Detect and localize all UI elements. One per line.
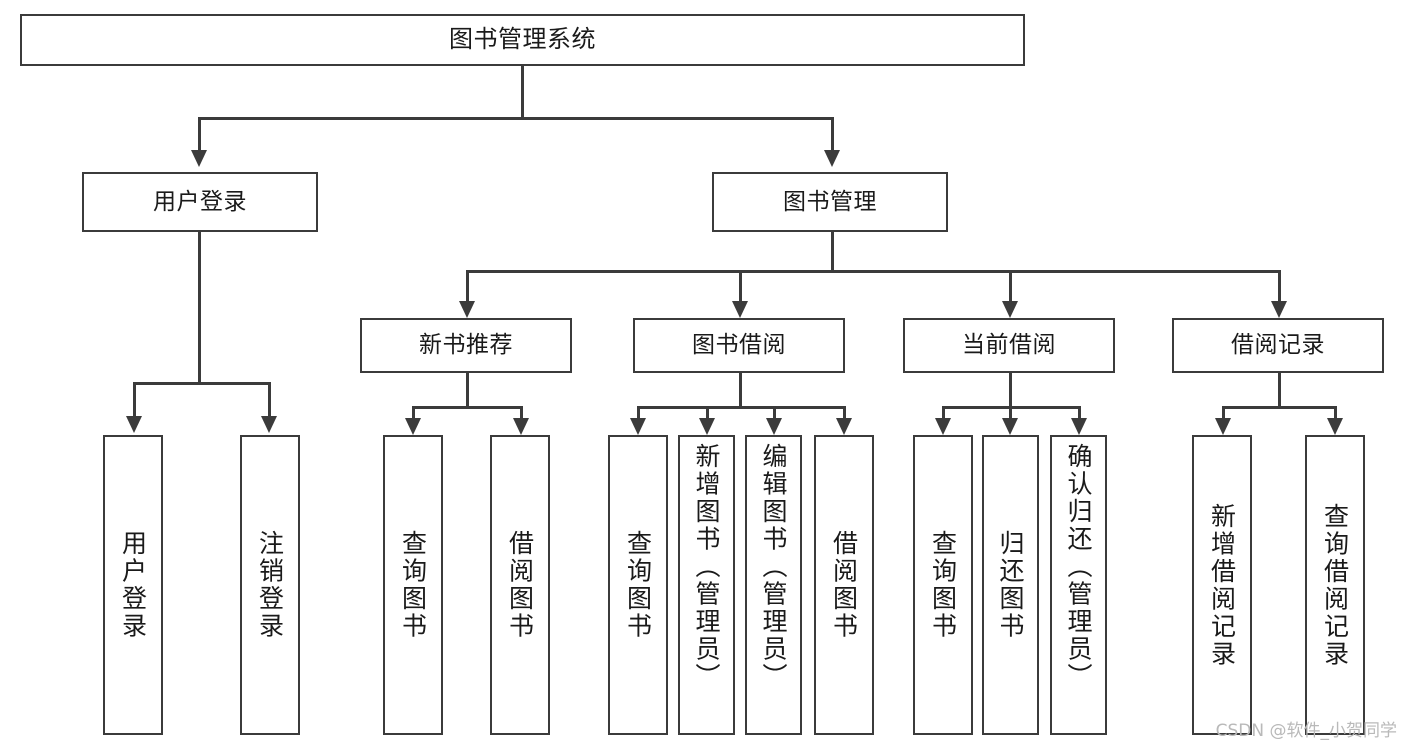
leaf-bb-edit-book[interactable]: 编辑图书（管理员） <box>745 435 802 735</box>
arrowhead-leaf-br-add <box>1215 418 1231 435</box>
node-label: 注销登录 <box>255 530 285 640</box>
arrowhead-current-borrow <box>1002 301 1018 318</box>
arrowhead-leaf-user-logout <box>261 416 277 433</box>
connector-br-drop-1 <box>1222 406 1225 420</box>
connector-rec-bus <box>412 406 522 409</box>
arrowhead-new-book-rec <box>459 301 475 318</box>
node-book-manage[interactable]: 图书管理 <box>712 172 948 232</box>
connector-rec-drop-1 <box>412 406 415 420</box>
node-label: 用户登录 <box>118 530 148 640</box>
connector-cb-drop-2 <box>1009 406 1012 420</box>
node-label: 归还图书 <box>996 530 1025 640</box>
leaf-br-add-record[interactable]: 新增借阅记录 <box>1192 435 1252 735</box>
node-label: 图书管理 <box>783 188 877 215</box>
connector-bm-drop-2 <box>739 270 742 303</box>
node-label: 查询图书 <box>623 530 653 640</box>
connector-cb-stem <box>1009 373 1012 406</box>
connector-root-stem <box>521 66 524 117</box>
node-label: 新增图书（管理员） <box>692 443 721 691</box>
node-root-system[interactable]: 图书管理系统 <box>20 14 1025 66</box>
connector-book-manage-bus <box>466 270 1280 273</box>
watermark-text: CSDN @软件_小贺同学 <box>1215 721 1397 741</box>
node-label: 确认归还（管理员） <box>1064 443 1093 691</box>
connector-book-manage-stem <box>831 232 834 270</box>
node-label: 查询借阅记录 <box>1320 502 1350 668</box>
arrowhead-leaf-bb-edit <box>766 418 782 435</box>
leaf-cb-return-book[interactable]: 归还图书 <box>982 435 1039 735</box>
connector-bb-drop-3 <box>773 406 776 420</box>
arrowhead-user-login <box>191 150 207 167</box>
node-label: 借阅图书 <box>505 530 535 640</box>
node-label: 图书借阅 <box>692 332 786 359</box>
arrowhead-book-manage <box>824 150 840 167</box>
node-label: 查询图书 <box>928 530 958 640</box>
connector-user-login-stem <box>198 232 201 382</box>
leaf-bb-add-book[interactable]: 新增图书（管理员） <box>678 435 735 735</box>
node-label: 编辑图书（管理员） <box>759 443 788 691</box>
node-label: 借阅图书 <box>829 530 859 640</box>
leaf-br-query-record[interactable]: 查询借阅记录 <box>1305 435 1365 735</box>
connector-bb-drop-2 <box>706 406 709 420</box>
node-label: 新增借阅记录 <box>1207 502 1237 668</box>
connector-bb-stem <box>739 373 742 406</box>
connector-rec-drop-2 <box>520 406 523 420</box>
connector-bb-drop-1 <box>637 406 640 420</box>
connector-user-login-drop-2 <box>268 382 271 418</box>
node-new-book-recommend[interactable]: 新书推荐 <box>360 318 572 373</box>
leaf-bb-query-book[interactable]: 查询图书 <box>608 435 668 735</box>
node-book-borrow[interactable]: 图书借阅 <box>633 318 845 373</box>
arrowhead-book-borrow <box>732 301 748 318</box>
connector-bm-drop-4 <box>1278 270 1281 303</box>
connector-user-login-bus <box>133 382 270 385</box>
leaf-cb-query-book[interactable]: 查询图书 <box>913 435 973 735</box>
node-user-login[interactable]: 用户登录 <box>82 172 318 232</box>
arrowhead-borrow-record <box>1271 301 1287 318</box>
connector-bb-drop-4 <box>843 406 846 420</box>
connector-rec-stem <box>466 373 469 406</box>
leaf-rec-borrow-book[interactable]: 借阅图书 <box>490 435 550 735</box>
leaf-cb-confirm-return[interactable]: 确认归还（管理员） <box>1050 435 1107 735</box>
arrowhead-leaf-bb-borrow <box>836 418 852 435</box>
node-current-borrow[interactable]: 当前借阅 <box>903 318 1115 373</box>
connector-br-bus <box>1222 406 1336 409</box>
arrowhead-leaf-rec-borrow <box>513 418 529 435</box>
node-label: 借阅记录 <box>1231 332 1325 359</box>
connector-cb-drop-1 <box>942 406 945 420</box>
connector-cb-drop-3 <box>1078 406 1081 420</box>
node-label: 查询图书 <box>398 530 428 640</box>
connector-root-drop-right <box>831 117 834 152</box>
connector-bb-bus <box>637 406 845 409</box>
node-label: 用户登录 <box>153 188 247 215</box>
node-borrow-record[interactable]: 借阅记录 <box>1172 318 1384 373</box>
leaf-user-logout[interactable]: 注销登录 <box>240 435 300 735</box>
arrowhead-leaf-user-login <box>126 416 142 433</box>
connector-root-bus <box>198 117 833 120</box>
connector-user-login-drop-1 <box>133 382 136 418</box>
connector-bm-drop-1 <box>466 270 469 303</box>
connector-br-stem <box>1278 373 1281 406</box>
arrowhead-leaf-cb-confirm <box>1071 418 1087 435</box>
node-label: 当前借阅 <box>962 332 1056 359</box>
node-label: 新书推荐 <box>419 332 513 359</box>
leaf-rec-query-book[interactable]: 查询图书 <box>383 435 443 735</box>
arrowhead-leaf-bb-add <box>699 418 715 435</box>
connector-root-drop-left <box>198 117 201 152</box>
arrowhead-leaf-cb-query <box>935 418 951 435</box>
arrowhead-leaf-bb-query <box>630 418 646 435</box>
node-label: 图书管理系统 <box>449 25 596 54</box>
arrowhead-leaf-br-query <box>1327 418 1343 435</box>
connector-bm-drop-3 <box>1009 270 1012 303</box>
arrowhead-leaf-rec-query <box>405 418 421 435</box>
leaf-user-login[interactable]: 用户登录 <box>103 435 163 735</box>
connector-br-drop-2 <box>1334 406 1337 420</box>
arrowhead-leaf-cb-return <box>1002 418 1018 435</box>
leaf-bb-borrow-book[interactable]: 借阅图书 <box>814 435 874 735</box>
